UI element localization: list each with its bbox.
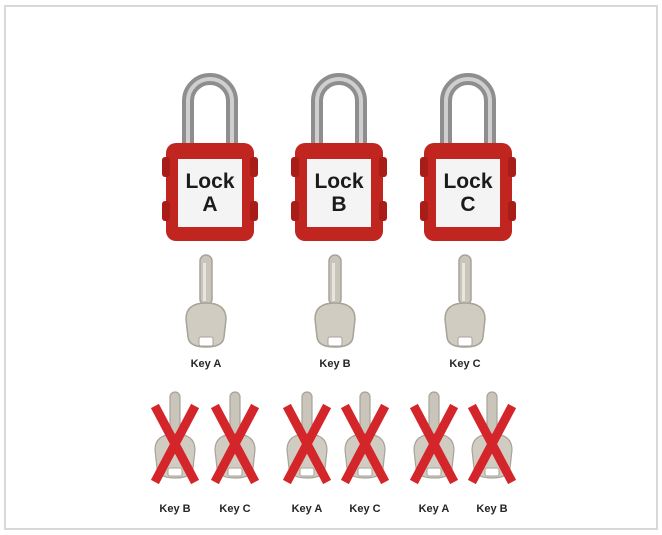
key-icon [312, 253, 358, 353]
key-caption: Key C [330, 503, 400, 515]
lock-label-line1: Lock [185, 170, 234, 193]
wrong-key-b [466, 390, 518, 486]
wrong-key-b [149, 390, 201, 486]
key-icon [183, 253, 229, 353]
lock-label-line2: A [202, 193, 217, 216]
key-caption: Key A [171, 358, 241, 370]
lock-label-line1: Lock [314, 170, 363, 193]
lock-label: Lock A [180, 161, 240, 225]
key-a [183, 253, 229, 353]
lock-b: Lock B [291, 51, 387, 247]
key-caption: Key B [457, 503, 527, 515]
crossed-key-icon [209, 390, 261, 486]
key-b [312, 253, 358, 353]
key-caption: Key B [300, 358, 370, 370]
lock-label: Lock B [309, 161, 369, 225]
key-icon [442, 253, 488, 353]
crossed-key-icon [408, 390, 460, 486]
crossed-key-icon [339, 390, 391, 486]
wrong-key-c [339, 390, 391, 486]
lock-label-line2: C [460, 193, 475, 216]
wrong-key-c [209, 390, 261, 486]
crossed-key-icon [149, 390, 201, 486]
lock-label-line1: Lock [443, 170, 492, 193]
key-caption: Key C [200, 503, 270, 515]
illustration-frame: Lock A Lock B [4, 5, 658, 530]
lock-c: Lock C [420, 51, 516, 247]
lock-a: Lock A [162, 51, 258, 247]
crossed-key-icon [466, 390, 518, 486]
key-c [442, 253, 488, 353]
lock-label: Lock C [438, 161, 498, 225]
key-caption: Key C [430, 358, 500, 370]
crossed-key-icon [281, 390, 333, 486]
wrong-key-a [408, 390, 460, 486]
lock-label-line2: B [331, 193, 346, 216]
wrong-key-a [281, 390, 333, 486]
